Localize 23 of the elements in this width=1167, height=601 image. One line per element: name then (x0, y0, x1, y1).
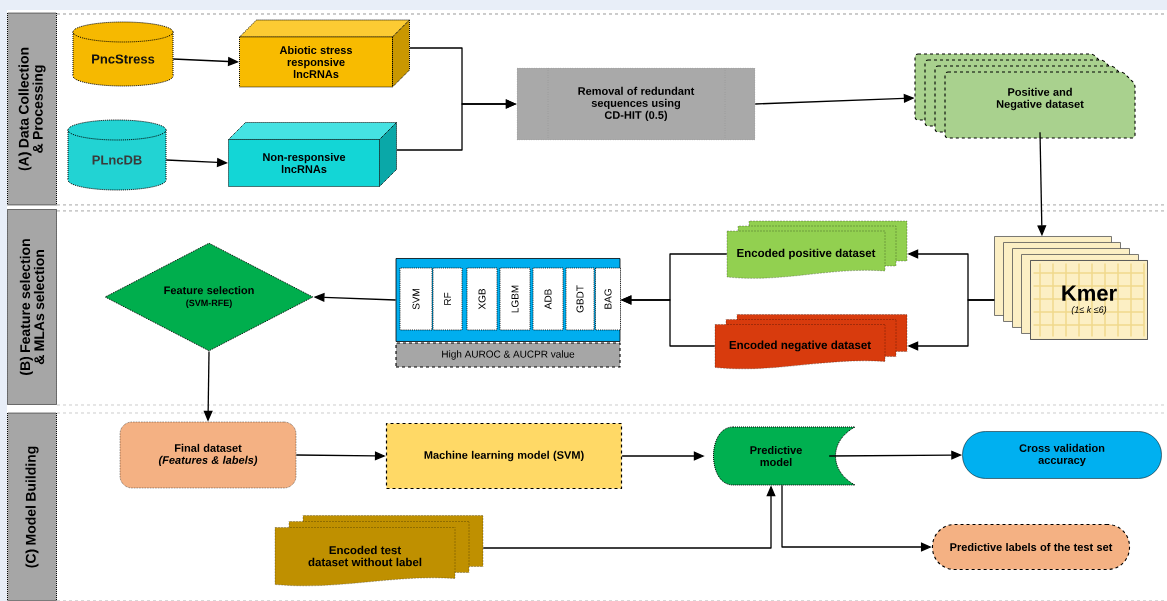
database-cylinder: PLncDB (67, 119, 167, 191)
section-label-band: (B) Feature selection & MLAs selection (7, 209, 57, 405)
model-box: Machine learning model (SVM) (385, 422, 623, 490)
classifier-cell: BAG (595, 267, 621, 331)
section-label-band: (A) Data Collection & Processing (7, 12, 57, 206)
cuboid-box: Non-responsive lncRNAs (228, 122, 397, 187)
classifier-cell: SVM (399, 267, 433, 331)
classifier-cell: LGBM (499, 267, 531, 331)
classifier-cell: ADB (532, 267, 564, 331)
metric-bar: High AUROC & AUCPR value (395, 342, 621, 368)
classifier-cell: RF (432, 267, 463, 331)
cuboid-box: Abiotic stress responsive lncRNAs (239, 19, 410, 88)
process-box: Removal of redundant sequences using CD-HIT (0.5) (516, 67, 756, 141)
document-stack: Encoded negative dataset (714, 314, 908, 370)
section-label-band: (C) Model Building (7, 412, 57, 601)
classifier-cell: GBDT (565, 267, 595, 331)
database-cylinder: PncStress (72, 21, 174, 87)
dataset-stack: Positive and Negative dataset (914, 53, 1136, 139)
rounded-box: Final dataset (Features & labels) (119, 421, 297, 489)
kmer-stack: Kmer (1≤ k ≤6) (994, 236, 1148, 340)
document-stack: Encoded positive dataset (726, 220, 908, 279)
document-stack: Encoded test dataset without label (274, 515, 484, 587)
classifier-cell: XGB (466, 267, 498, 331)
